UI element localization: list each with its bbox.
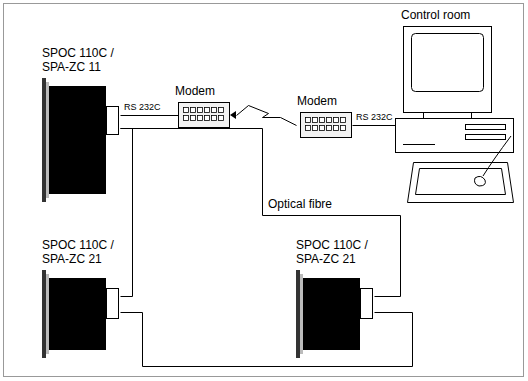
modem-box: Modem (178, 102, 230, 128)
device-label: SPOC 110C / SPA-ZC 11 (42, 46, 126, 74)
modem-symbol (300, 112, 352, 138)
relay-device: SPOC 110C / SPA-ZC 21 (296, 270, 374, 358)
room-label: Control room (401, 8, 521, 22)
device-symbol (42, 270, 120, 358)
device-symbol (42, 78, 120, 202)
device-label: SPOC 110C / SPA-ZC 21 (42, 238, 126, 266)
radio-link (237, 106, 297, 126)
modem-symbol (178, 102, 230, 128)
device-label: SPOC 110C / SPA-ZC 21 (296, 238, 380, 266)
cable-line (121, 115, 179, 116)
relay-device: SPOC 110C / SPA-ZC 21 (42, 270, 120, 358)
modem-box: Modem (300, 112, 352, 138)
cable-line (121, 129, 133, 297)
edge-label: Optical fibre (267, 197, 333, 211)
relay-device: SPOC 110C / SPA-ZC 11 (42, 78, 120, 202)
cable-line (353, 125, 396, 126)
modem-label: Modem (297, 94, 417, 108)
cable-line (121, 129, 401, 297)
modem-label: Modem (175, 84, 295, 98)
edge-label: RS 232C (355, 112, 394, 123)
device-symbol (296, 270, 374, 358)
control-computer: Control room (395, 26, 517, 212)
edge-label: RS 232C (123, 102, 162, 113)
computer-symbol (395, 26, 517, 212)
cable-line (121, 313, 413, 367)
